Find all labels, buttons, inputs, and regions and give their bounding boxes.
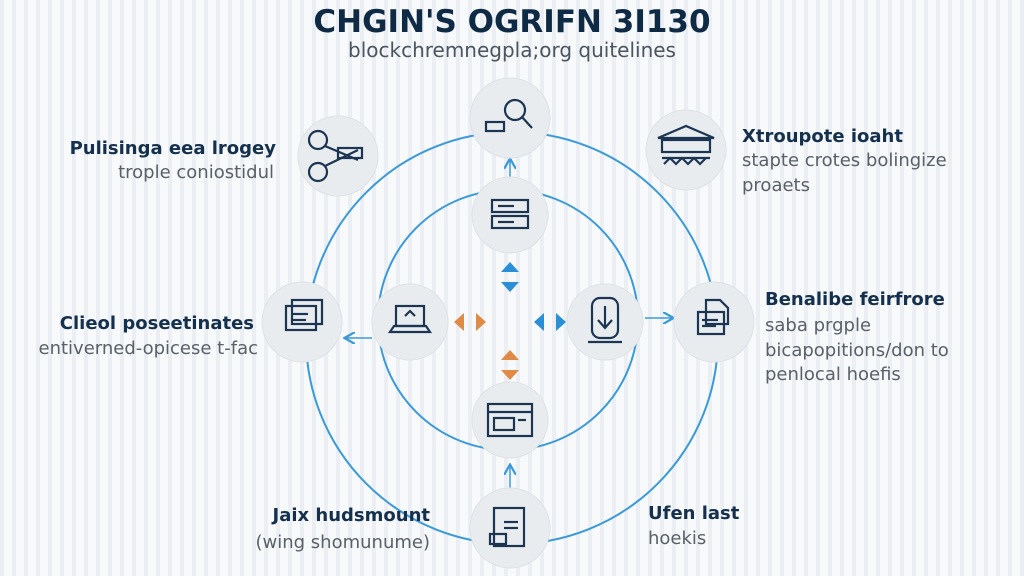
label-right-title: Benalibe feirfrore <box>765 289 945 310</box>
checklist-icon <box>488 506 526 548</box>
label-top-left-title: Pulisinga eea lrogey <box>69 138 276 159</box>
laptop-icon <box>387 304 433 334</box>
label-bottom-right-desc: hoekis <box>648 528 707 549</box>
label-top-right-desc1: stapte crotes bolingize <box>742 150 947 171</box>
label-top-right-desc2: proaets <box>742 175 810 196</box>
label-bottom-right-title: Ufen last <box>648 503 740 524</box>
scissors-icon <box>307 129 364 183</box>
node-laptop <box>371 283 449 361</box>
label-bottom-left-desc: (wing shomunume) <box>255 532 431 553</box>
label-left-desc: entiverned-opicese t-fac <box>38 338 259 359</box>
double-arrow-icon <box>501 262 519 292</box>
page-subtitle: blockchremnegpla;org quitelines <box>348 38 676 62</box>
label-top-right-title: Xtroupote ioaht <box>742 126 903 147</box>
device-icon <box>588 296 622 344</box>
label-right-desc1: saba prgple <box>765 315 872 336</box>
label-left-title: Clieol poseetinates <box>59 313 254 334</box>
label-top-left-desc: trople coniostidul <box>118 162 274 183</box>
server-icon <box>490 198 530 230</box>
label-right-desc2: bicapopitions/don to <box>765 340 949 361</box>
node-file <box>673 281 755 363</box>
node-building <box>645 109 727 191</box>
double-arrow-icon <box>454 313 486 331</box>
label-bottom-left-title: Jaix hudsmount <box>272 505 430 526</box>
double-arrow-icon <box>534 313 566 331</box>
monitor-icon <box>486 402 534 438</box>
double-arrow-icon <box>501 350 519 380</box>
label-right-desc3: penlocal hoefis <box>765 364 901 385</box>
magnifier-icon <box>484 98 533 133</box>
file-icon <box>696 298 730 336</box>
building-icon <box>657 124 715 166</box>
node-monitor <box>471 381 549 459</box>
documents-icon <box>284 298 324 332</box>
node-documents <box>261 281 343 363</box>
page-title: CHGIN'S OGRIFN 3I130 <box>313 4 711 40</box>
